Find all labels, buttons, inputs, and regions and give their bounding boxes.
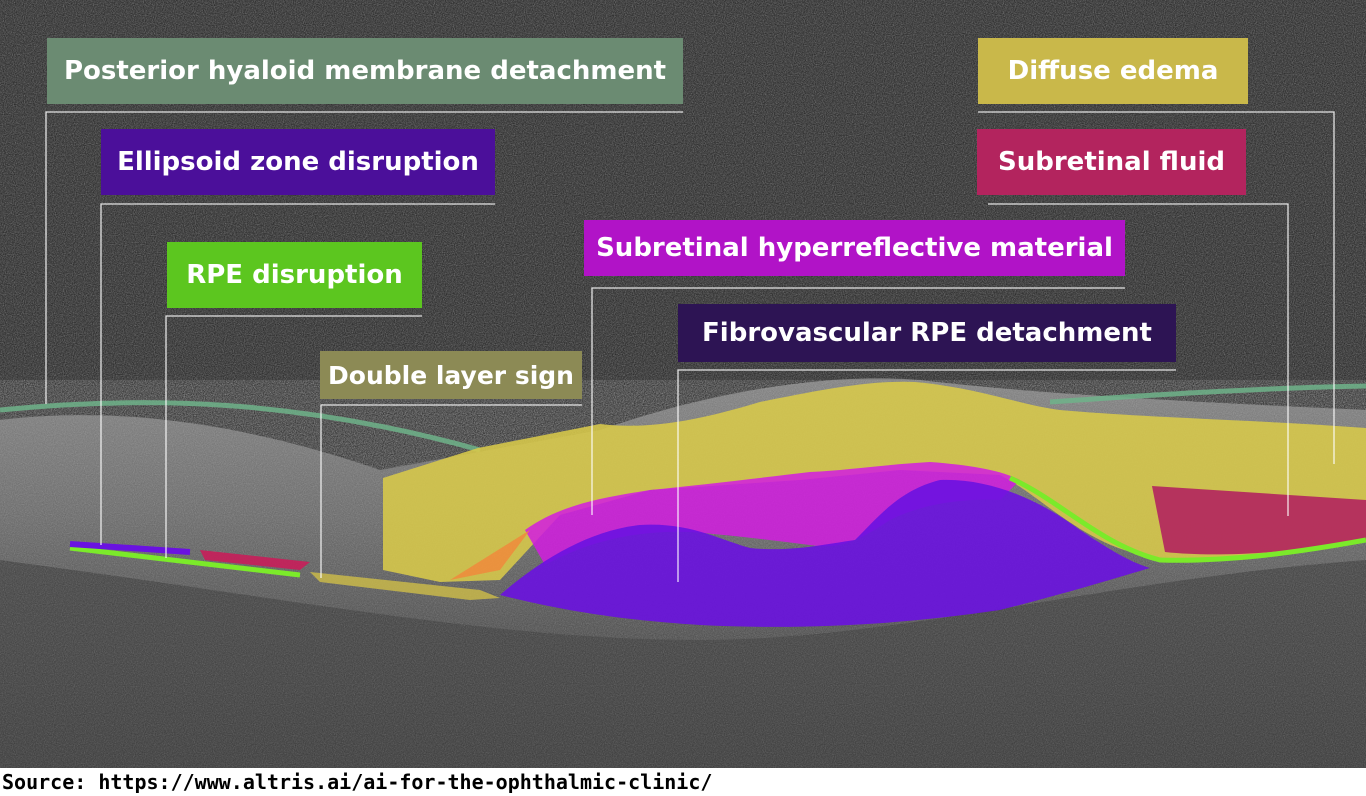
oct-scan-image: Posterior hyaloid membrane detachment El…: [0, 0, 1366, 768]
shrm-region: [525, 462, 1020, 565]
label-ellipsoid-zone: Ellipsoid zone disruption: [101, 129, 495, 195]
leader-rpe-disruption: [165, 315, 422, 558]
ellipsoid-line: [69, 541, 191, 555]
label-diffuse-edema-text: Diffuse edema: [1007, 56, 1219, 86]
leader-fibrovascular: [677, 369, 1176, 582]
posterior-hyaloid-line: [0, 400, 481, 453]
label-shrm: Subretinal hyperreflective material: [584, 220, 1125, 276]
leader-diffuse-edema: [978, 111, 1335, 464]
leader-shrm: [591, 287, 1125, 515]
orange-region: [450, 530, 530, 580]
rpe-line: [69, 545, 301, 578]
label-posterior-hyaloid: Posterior hyaloid membrane detachment: [47, 38, 683, 104]
rpe-line-right: [1008, 475, 1366, 563]
label-ellipsoid-zone-text: Ellipsoid zone disruption: [117, 147, 479, 177]
label-shrm-text: Subretinal hyperreflective material: [596, 233, 1113, 263]
posterior-hyaloid-line-right: [1049, 383, 1366, 405]
leader-double-layer: [320, 404, 582, 578]
fibrovascular-ped-region: [500, 479, 1150, 627]
label-posterior-hyaloid-text: Posterior hyaloid membrane detachment: [63, 56, 667, 86]
leader-subretinal-fluid: [988, 203, 1289, 516]
label-subretinal-fluid: Subretinal fluid: [977, 129, 1246, 195]
label-fibrovascular-text: Fibrovascular RPE detachment: [702, 318, 1152, 348]
label-subretinal-fluid-text: Subretinal fluid: [998, 147, 1225, 177]
leader-lines: [45, 111, 1335, 582]
label-diffuse-edema: Diffuse edema: [978, 38, 1248, 104]
leader-posterior-hyaloid: [45, 111, 683, 404]
source-caption: Source: https://www.altris.ai/ai-for-the…: [2, 770, 713, 794]
oct-scan-graphic: [0, 0, 1366, 768]
label-fibrovascular: Fibrovascular RPE detachment: [678, 304, 1176, 362]
double-layer-band: [310, 572, 500, 600]
diffuse-edema-region: [383, 381, 1366, 582]
leader-ellipsoid: [100, 203, 495, 545]
label-double-layer: Double layer sign: [320, 351, 582, 399]
rpe-disruption-marker: [200, 550, 310, 570]
label-rpe-disruption-text: RPE disruption: [186, 260, 403, 290]
subretinal-fluid-region: [1152, 486, 1366, 555]
label-double-layer-text: Double layer sign: [328, 360, 574, 390]
label-rpe-disruption: RPE disruption: [167, 242, 422, 308]
